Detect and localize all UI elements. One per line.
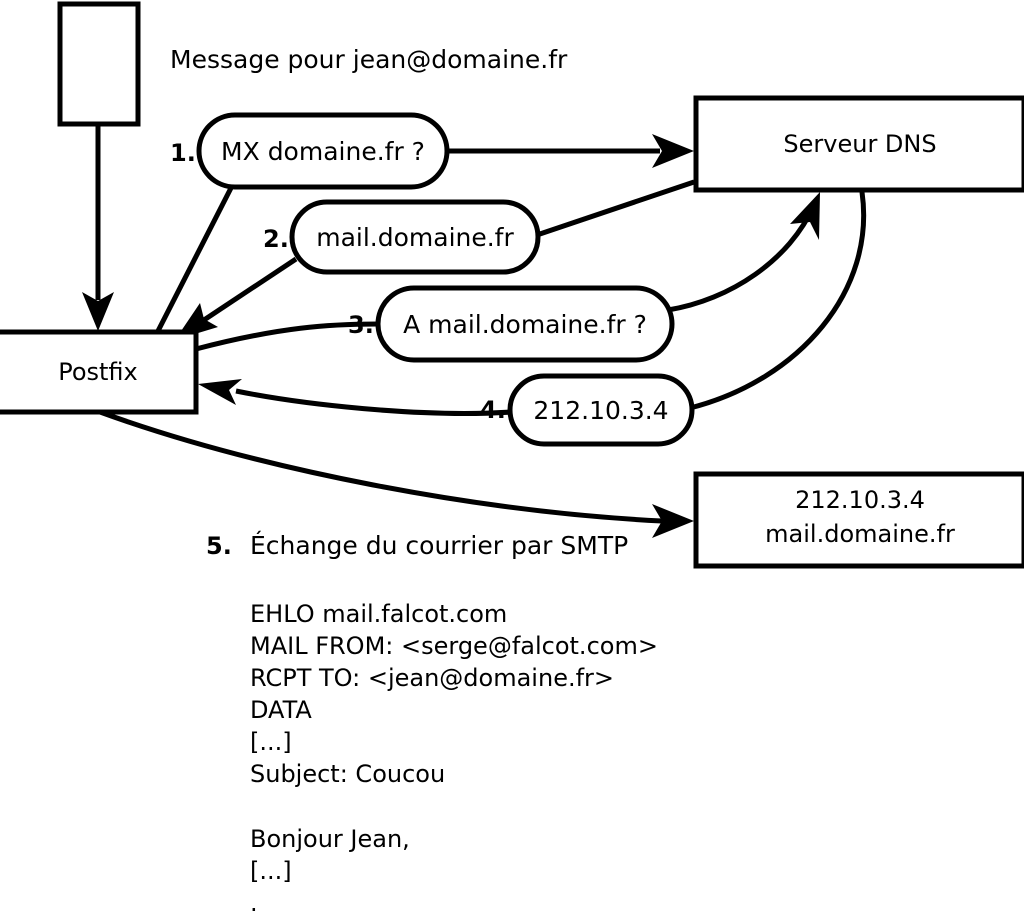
dns-node-label: Serveur DNS: [783, 130, 936, 158]
transcript-line: .: [250, 889, 258, 917]
edge-postfix-to-step3: [195, 321, 379, 352]
step-bubble-4: 212.10.3.4: [507, 373, 695, 447]
edge-source-to-postfix: [82, 126, 114, 331]
target-node: 212.10.3.4 mail.domaine.fr: [693, 471, 1024, 569]
edge-dns-to-step2: [527, 179, 695, 241]
edge-step4-to-postfix: [198, 379, 513, 416]
edge-step1-to-dns: [448, 134, 694, 168]
source-node: [57, 1, 141, 127]
step-5-caption: Échange du courrier par SMTP: [250, 531, 628, 560]
postfix-node-label: Postfix: [58, 358, 138, 386]
step-number-4: 4.: [480, 396, 506, 424]
transcript-line: RCPT TO: <jean@domaine.fr>: [250, 664, 614, 692]
edge-step3-to-dns: [667, 192, 820, 313]
step-bubble-2: mail.domaine.fr: [289, 199, 541, 275]
edge-step2-to-postfix: [175, 256, 298, 340]
step-bubble-3-label: A mail.domaine.fr ?: [403, 310, 647, 339]
step-number-3: 3.: [348, 311, 374, 339]
transcript-line: [...]: [250, 728, 292, 756]
step-bubble-3: A mail.domaine.fr ?: [375, 285, 675, 363]
edge-postfix-to-target: [99, 409, 694, 538]
page-title: Message pour jean@domaine.fr: [170, 45, 568, 74]
edge-postfix-to-step1: [155, 184, 235, 333]
transcript-line: [...]: [250, 857, 292, 885]
target-node-line2: mail.domaine.fr: [765, 520, 955, 548]
step-bubble-1-label: MX domaine.fr ?: [221, 137, 425, 166]
edge-dns-to-step4: [689, 191, 866, 411]
step-number-1: 1.: [170, 139, 196, 167]
step-number-2: 2.: [263, 225, 289, 253]
transcript-line: EHLO mail.falcot.com: [250, 600, 507, 628]
step-bubble-2-label: mail.domaine.fr: [316, 223, 514, 252]
transcript-line: DATA: [250, 696, 312, 724]
step-number-5: 5.: [206, 532, 232, 560]
step-bubble-4-label: 212.10.3.4: [533, 396, 668, 425]
target-node-line1: 212.10.3.4: [795, 486, 925, 514]
postfix-node: Postfix: [0, 329, 199, 415]
transcript-line: Subject: Coucou: [250, 760, 445, 788]
dns-node: Serveur DNS: [693, 95, 1024, 193]
transcript-line: Bonjour Jean,: [250, 825, 410, 853]
step-bubble-1: MX domaine.fr ?: [196, 112, 450, 190]
transcript-line: MAIL FROM: <serge@falcot.com>: [250, 632, 658, 660]
